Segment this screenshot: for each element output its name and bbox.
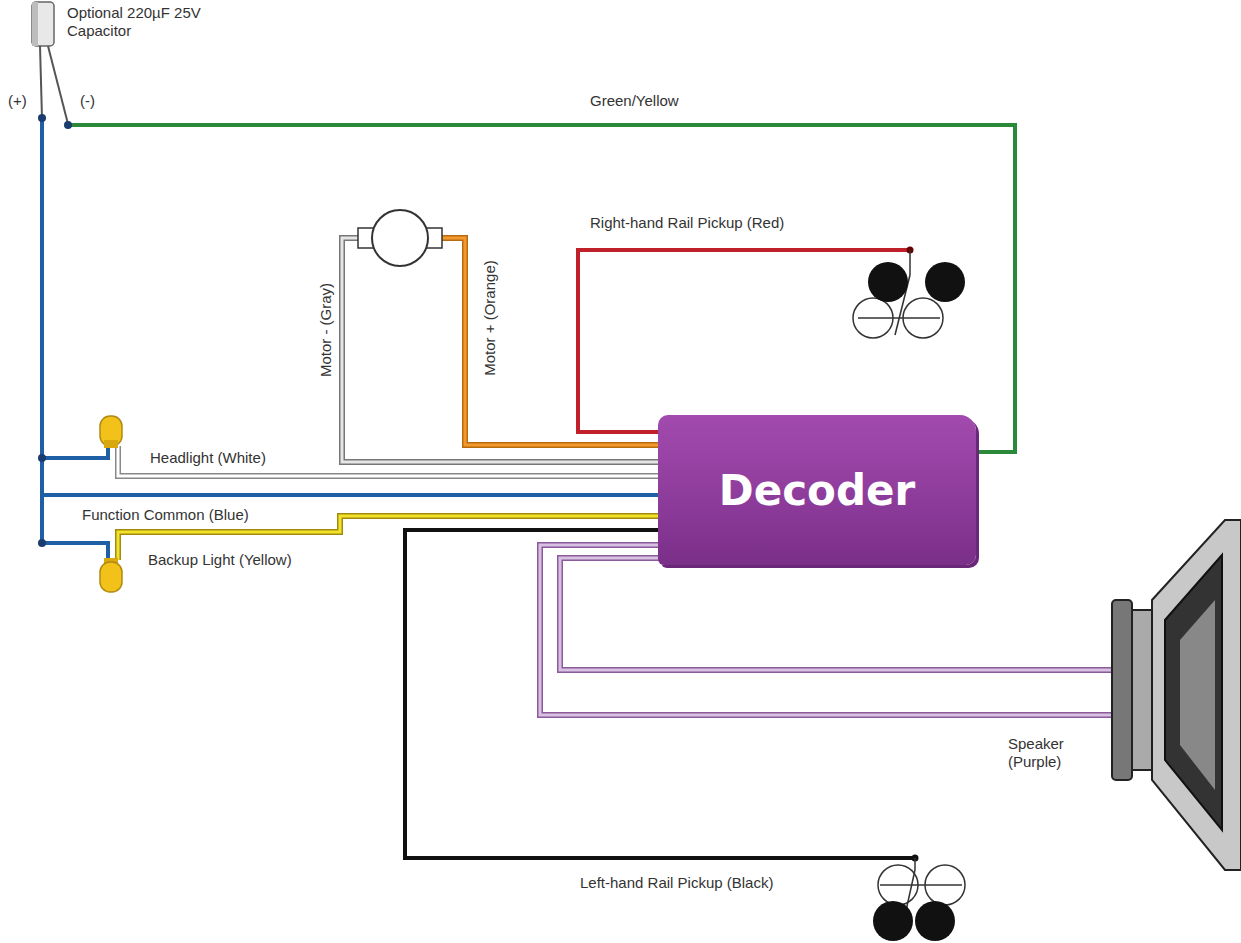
headlight-lamp: [100, 416, 122, 448]
wire-label: Motor - (Gray): [317, 283, 335, 377]
wire-label: Headlight (White): [150, 449, 266, 467]
polarity-mark: (-): [80, 92, 95, 110]
gray-wire: [342, 238, 660, 462]
red-wire: [578, 250, 910, 432]
wheel-set: [873, 865, 965, 941]
purple-wire: [540, 545, 1115, 715]
capacitor-label: Optional 220µF 25V Capacitor: [67, 4, 217, 40]
wire-label: Motor + (Orange): [481, 260, 499, 375]
orange-wire: [438, 238, 660, 445]
wire-label: Green/Yellow: [590, 92, 679, 110]
wire-label: Speaker (Purple): [1008, 735, 1088, 771]
wire-label: Function Common (Blue): [82, 506, 249, 524]
green-wire: [68, 125, 1015, 452]
capacitor-symbol: [32, 2, 68, 124]
motor-symbol: [358, 210, 442, 266]
blue-wire: [42, 118, 660, 560]
speaker-symbol: [1112, 520, 1241, 870]
node-text: Decoder: [719, 466, 915, 515]
polarity-mark: (+): [8, 92, 27, 110]
decoder-box: Decoder: [658, 415, 976, 565]
white-wire: [118, 446, 660, 476]
backup-lamp: [100, 558, 122, 592]
wheel-set: [853, 262, 965, 338]
wire-label: Right-hand Rail Pickup (Red): [590, 214, 784, 232]
wire-label: Left-hand Rail Pickup (Black): [580, 874, 773, 892]
black-wire: [405, 530, 915, 858]
wire-label: Backup Light (Yellow): [148, 551, 292, 569]
